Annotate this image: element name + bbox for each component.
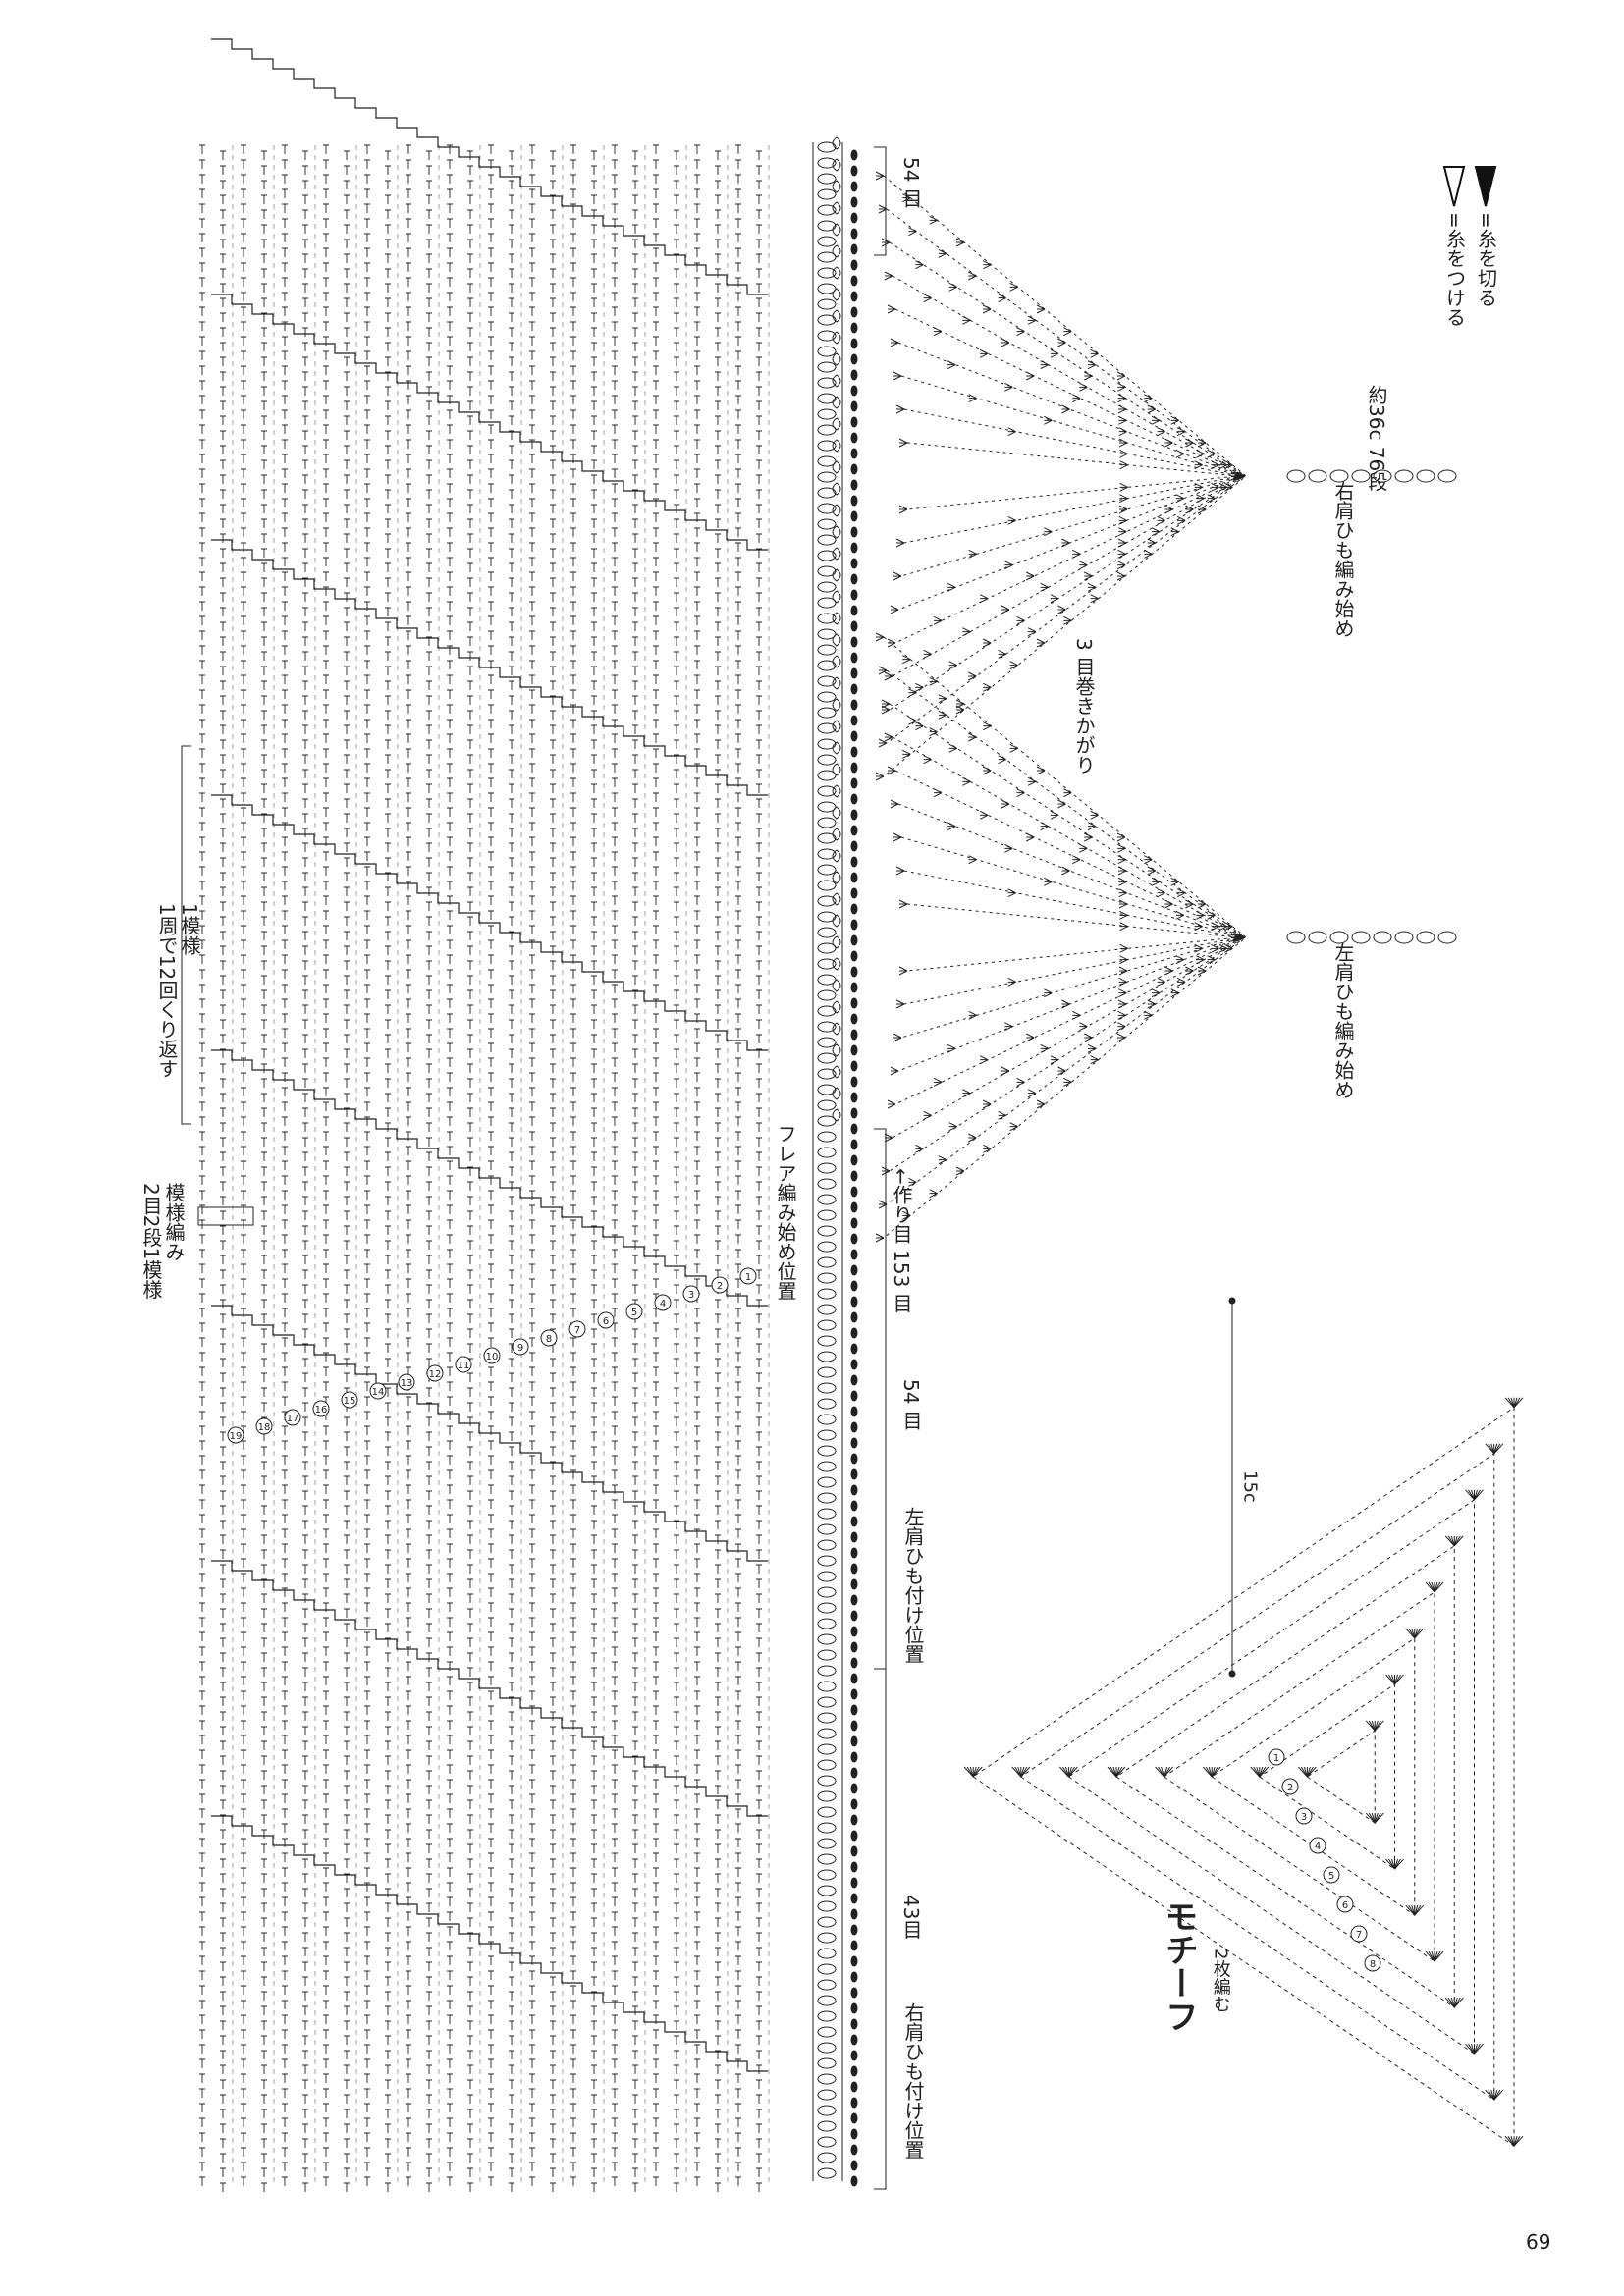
foundation-band bbox=[812, 136, 858, 2187]
row-number-circle bbox=[568, 1320, 586, 1338]
round-number-text: 4 bbox=[1315, 1842, 1321, 1852]
flare-boundaries bbox=[211, 38, 768, 2072]
row-number-text: 5 bbox=[631, 1308, 637, 1318]
row-number-text: 16 bbox=[315, 1405, 328, 1415]
right-strap-position: 右肩ひも付け位置 bbox=[901, 2002, 925, 2160]
round-number-circle bbox=[1364, 1954, 1381, 1972]
row-number-circle bbox=[597, 1311, 615, 1329]
row-number-circle bbox=[483, 1347, 501, 1364]
strap-length: 約36c 76段 bbox=[1365, 385, 1388, 492]
row-number-text: 4 bbox=[660, 1299, 666, 1309]
wrap-note: 3 目巻きかがり bbox=[1072, 638, 1096, 775]
pattern-label-1: 模様編み bbox=[162, 1183, 186, 1261]
round-number-text: 1 bbox=[1273, 1753, 1279, 1764]
motif-title: モチーフ bbox=[1159, 1899, 1199, 2033]
strap-length-value: 約36c bbox=[1365, 385, 1388, 441]
motif-size-dimension bbox=[1228, 1297, 1236, 1678]
row-number-circle bbox=[312, 1400, 330, 1417]
row-number-circle bbox=[540, 1329, 558, 1347]
repeat-label-1: 1模様 bbox=[178, 903, 201, 955]
row-number-circle bbox=[341, 1391, 358, 1409]
left-cup-motif bbox=[875, 632, 1457, 1243]
left-strap-start: 左肩ひも編み始め bbox=[1331, 942, 1355, 1099]
attach-yarn-label: =糸をつける bbox=[1442, 212, 1467, 327]
stitch-count-43: 43目 bbox=[899, 1895, 923, 1940]
cast-on-label: ←作り目 153 目 bbox=[890, 1168, 913, 1313]
row-number-circle bbox=[682, 1285, 700, 1303]
left-strap-position: 左肩ひも付け位置 bbox=[901, 1507, 925, 1664]
row-number-circle bbox=[398, 1373, 415, 1391]
repeat-label-2: 1周で12回くり返す bbox=[155, 903, 179, 1079]
right-cup-motif bbox=[875, 171, 1457, 781]
attach-yarn-icon bbox=[1442, 166, 1466, 207]
row-number-text: 8 bbox=[546, 1334, 552, 1345]
round-number-text: 3 bbox=[1301, 1812, 1307, 1823]
row-number-circle bbox=[284, 1409, 301, 1426]
row-number-circle bbox=[512, 1338, 529, 1356]
row-number-circle bbox=[455, 1356, 472, 1373]
row-number-text: 18 bbox=[258, 1422, 271, 1433]
pattern-label-2: 2目2段1模様 bbox=[139, 1183, 163, 1300]
row-number-circle bbox=[426, 1364, 444, 1382]
measurement-brackets bbox=[181, 146, 887, 2190]
motif-size: 15c bbox=[1239, 1470, 1261, 1503]
row-number-text: 15 bbox=[344, 1396, 356, 1407]
round-number-circle bbox=[1336, 1896, 1354, 1913]
round-number-text: 5 bbox=[1328, 1871, 1334, 1882]
row-number-text: 14 bbox=[372, 1387, 385, 1398]
row-number-text: 17 bbox=[287, 1414, 299, 1424]
round-number-circle bbox=[1281, 1778, 1299, 1795]
row-number-text: 11 bbox=[458, 1361, 470, 1371]
row-number-circle bbox=[711, 1276, 729, 1294]
cut-yarn-label: =糸を切る bbox=[1474, 212, 1498, 307]
right-strap-start: 右肩ひも編み始め bbox=[1331, 481, 1355, 638]
row-number-text: 6 bbox=[603, 1316, 609, 1327]
cut-yarn-icon bbox=[1474, 166, 1497, 207]
repeat-label: 1模様 1周で12回くり返す bbox=[155, 903, 201, 1079]
row-number-text: 7 bbox=[574, 1325, 580, 1336]
round-number-circle bbox=[1295, 1807, 1313, 1825]
pattern-label: 模様編み 2目2段1模様 bbox=[139, 1183, 186, 1300]
row-number-circle bbox=[227, 1426, 244, 1444]
row-number-circle bbox=[625, 1303, 643, 1320]
round-number-text: 8 bbox=[1370, 1959, 1376, 1970]
legend-cut: =糸を切る bbox=[1473, 165, 1498, 307]
row-number-circle bbox=[739, 1267, 757, 1285]
round-number-circle bbox=[1323, 1866, 1340, 1884]
top-chart-stitches bbox=[199, 144, 770, 2192]
row-number-circle bbox=[255, 1417, 273, 1435]
row-number-text: 10 bbox=[486, 1352, 499, 1362]
row-number-circle bbox=[369, 1382, 387, 1400]
round-number-circle bbox=[1309, 1837, 1326, 1854]
legend-attach: =糸をつける bbox=[1441, 165, 1467, 327]
motif-diagram bbox=[963, 1397, 1524, 2148]
row-number-text: 2 bbox=[717, 1281, 723, 1292]
strap-rows-value: 76段 bbox=[1365, 446, 1388, 492]
stitch-count-54-b: 54 目 bbox=[899, 1379, 923, 1430]
row-number-text: 19 bbox=[230, 1431, 243, 1442]
motif-subtitle: 2枚編む bbox=[1210, 1949, 1231, 2013]
row-number-text: 3 bbox=[688, 1290, 694, 1301]
row-number-text: 13 bbox=[401, 1378, 413, 1389]
row-number-text: 1 bbox=[745, 1272, 751, 1283]
flare-label: フレア編み始め位置 bbox=[774, 1124, 797, 1301]
row-number-text: 9 bbox=[517, 1343, 523, 1354]
stitch-count-54-a: 54 目 bbox=[899, 157, 923, 208]
row-number-circle bbox=[654, 1294, 672, 1311]
round-number-text: 7 bbox=[1356, 1930, 1362, 1941]
row-number-text: 12 bbox=[429, 1369, 442, 1380]
round-number-text: 2 bbox=[1287, 1783, 1293, 1793]
round-number-circle bbox=[1350, 1925, 1368, 1943]
page-number: 69 bbox=[1526, 2230, 1551, 2254]
round-number-text: 6 bbox=[1342, 1900, 1348, 1911]
motif-round-markers: 1 2 3 4 5 6 7 8 bbox=[1268, 1748, 1381, 1972]
round-number-circle bbox=[1268, 1748, 1285, 1766]
